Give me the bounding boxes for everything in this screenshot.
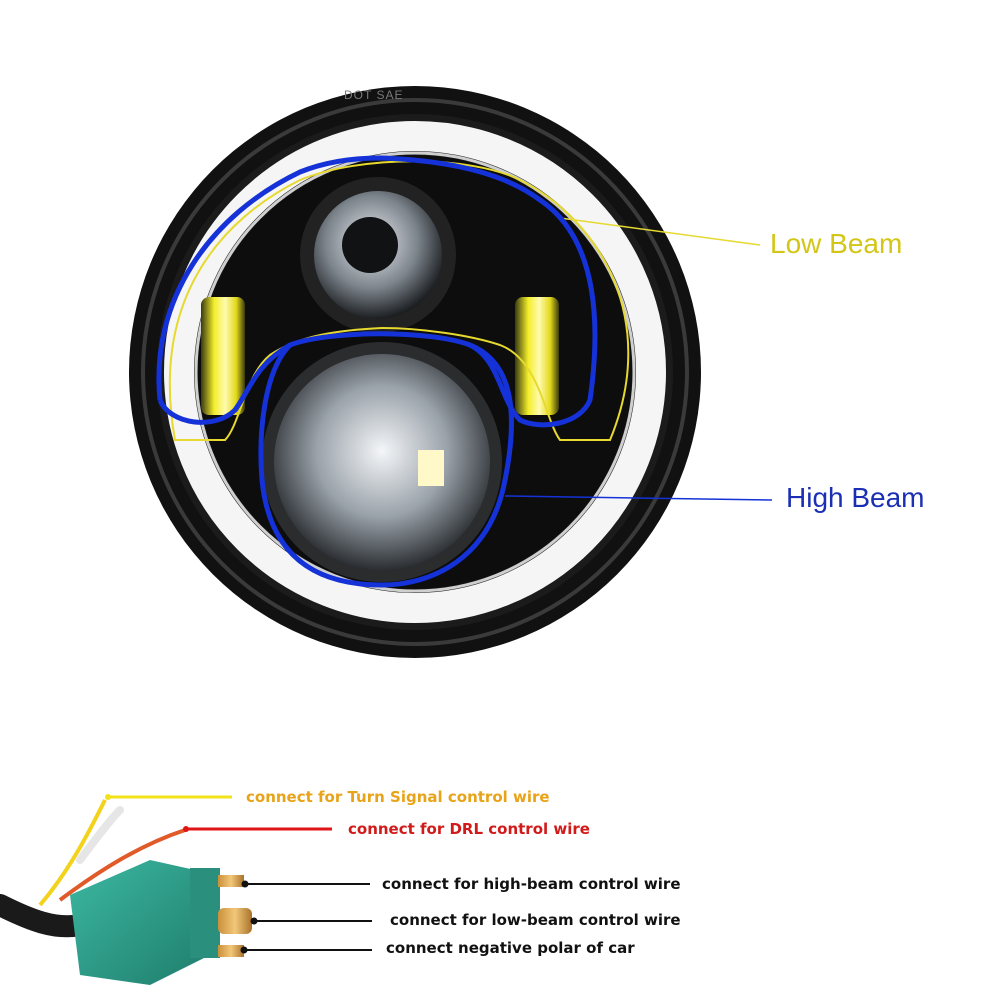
drl-wire-label: connect for DRL control wire [348, 820, 590, 838]
plug-body [70, 860, 210, 985]
drl-dot [183, 826, 189, 832]
halo-ring [164, 121, 666, 623]
top-projector-core [342, 217, 398, 273]
high-beam-wire-dot [241, 880, 249, 888]
low-beam-label: Low Beam [770, 228, 903, 259]
high-beam-leader [504, 495, 773, 501]
cable-black [0, 894, 91, 938]
low-beam-wire-dot [250, 917, 258, 925]
wire-yellow [38, 799, 107, 907]
high-beam-label: High Beam [786, 482, 925, 513]
pin-high-beam [218, 875, 244, 887]
negative-wire-dot [240, 946, 248, 954]
pin-ground [218, 945, 244, 957]
h4-connector [0, 799, 252, 985]
high-beam-top-outline [156, 155, 598, 428]
left-led [201, 297, 245, 415]
low-beam-wire-label: connect for low-beam control wire [390, 911, 681, 929]
wire-white-sleeve [76, 806, 124, 864]
wiring-leaders [105, 794, 372, 954]
right-led [515, 297, 559, 415]
main-projector-lens [274, 354, 490, 570]
pin-low-beam [218, 908, 252, 934]
headlight [129, 86, 773, 658]
negative-wire-label: connect negative polar of car [386, 939, 635, 957]
turn-signal-dot [105, 794, 111, 800]
bezel-ring [141, 98, 689, 646]
turn-signal-wire-label: connect for Turn Signal control wire [246, 788, 550, 806]
main-projector-led-chip [418, 450, 444, 486]
low-beam-leader [559, 217, 761, 246]
high-beam-left-outline [157, 342, 292, 425]
high-beam-main-outline [258, 331, 515, 588]
halo-ring-edge [194, 151, 636, 593]
wire-red [58, 828, 186, 902]
plug-face [190, 868, 220, 958]
dot-sae-marking: DOT SAE [344, 88, 404, 102]
high-beam-wire-label: connect for high-beam control wire [382, 875, 681, 893]
